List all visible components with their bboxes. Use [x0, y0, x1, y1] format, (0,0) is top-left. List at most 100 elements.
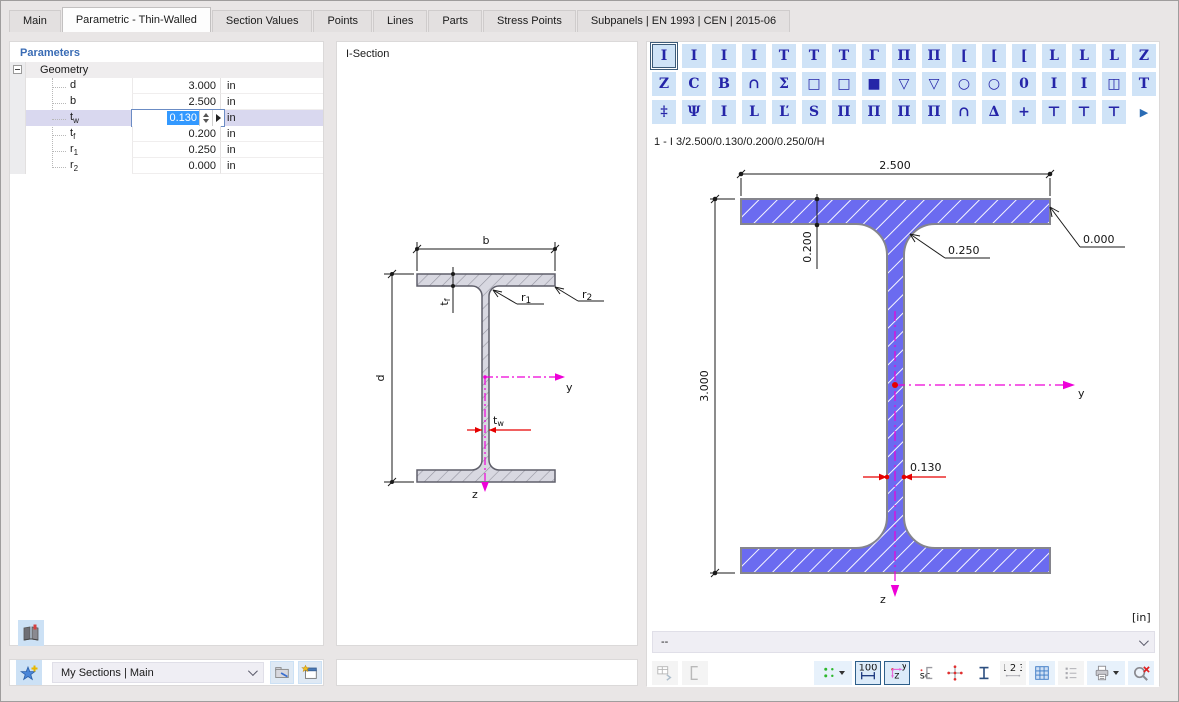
- section-points-button[interactable]: [942, 661, 968, 685]
- tab-parts[interactable]: Parts: [428, 10, 483, 32]
- tab-points[interactable]: Points: [313, 10, 373, 32]
- section-type-trapezoid-hollow[interactable]: ▽: [922, 72, 946, 96]
- section-type-zee-bent[interactable]: S: [802, 100, 826, 124]
- param-row-tf[interactable]: tf 0.200 in: [10, 126, 323, 142]
- section-type-u-section[interactable]: Π: [892, 44, 916, 68]
- section-type-rail-flat[interactable]: ⊤: [1102, 100, 1126, 124]
- param-row-tw[interactable]: tw 0.130 in: [10, 109, 323, 127]
- section-library-button[interactable]: [18, 620, 44, 646]
- section-type-cross-section[interactable]: +: [1012, 100, 1036, 124]
- section-type-i-serif[interactable]: I: [1072, 72, 1096, 96]
- param-row-r1[interactable]: r1 0.250 in: [10, 142, 323, 158]
- section-type-double-t[interactable]: Π: [862, 100, 886, 124]
- section-type-channel[interactable]: [: [952, 44, 976, 68]
- section-type-i-symmetric[interactable]: I: [650, 42, 678, 70]
- sketch-label-r2: r2: [582, 288, 592, 303]
- section-type-double-i-tall[interactable]: Π: [892, 100, 916, 124]
- section-type-t-section[interactable]: T: [772, 44, 796, 68]
- param-value-r2[interactable]: 0.000: [132, 158, 220, 174]
- section-type-sigma-section[interactable]: Σ: [772, 72, 796, 96]
- apply-section-button[interactable]: [270, 661, 294, 684]
- spin-down-icon[interactable]: [203, 119, 209, 123]
- print-button[interactable]: [1087, 661, 1125, 685]
- table-grid-button[interactable]: [1029, 661, 1055, 685]
- section-type-next-page[interactable]: ▶: [1139, 105, 1149, 119]
- section-type-arch-hollow[interactable]: ∩: [952, 100, 976, 124]
- chevron-down-icon: [247, 666, 258, 677]
- transfer-table-button[interactable]: [652, 661, 678, 685]
- zoom-reset-icon: [1133, 665, 1150, 681]
- section-type-c-cold-formed[interactable]: C: [682, 72, 706, 96]
- list-button[interactable]: [1058, 661, 1084, 685]
- section-type-angle-corner[interactable]: Γ: [862, 44, 886, 68]
- tw-input[interactable]: 0.130: [131, 109, 225, 127]
- group-row-geometry[interactable]: Geometry: [10, 62, 323, 78]
- result-value-combo[interactable]: --: [652, 631, 1155, 653]
- param-value-d[interactable]: 3.000: [132, 78, 220, 94]
- snap-points-button[interactable]: [814, 661, 852, 685]
- param-row-r2[interactable]: r2 0.000 in: [10, 158, 323, 174]
- section-type-flanged-t[interactable]: Ψ: [682, 100, 706, 124]
- formula-expand-button[interactable]: [212, 110, 224, 126]
- numbering-button[interactable]: 1 2 3: [1000, 661, 1026, 685]
- stress-points-button[interactable]: sc: [913, 661, 939, 685]
- section-type-square-hollow[interactable]: □: [802, 72, 826, 96]
- tab-subpanels[interactable]: Subpanels | EN 1993 | CEN | 2015-06: [576, 10, 791, 32]
- section-type-pointed-arch[interactable]: ∆: [982, 100, 1006, 124]
- param-value-r1[interactable]: 0.250: [132, 142, 220, 158]
- section-type-triangle-hollow[interactable]: ▽: [892, 72, 916, 96]
- param-row-b[interactable]: b 2.500 in: [10, 94, 323, 110]
- section-type-angle-lipped[interactable]: Ľ: [772, 100, 796, 124]
- section-type-t-rolled[interactable]: T: [802, 44, 826, 68]
- tab-lines[interactable]: Lines: [373, 10, 428, 32]
- section-type-channel-lipped[interactable]: [: [1012, 44, 1036, 68]
- section-type-rail-small[interactable]: ⊤: [1042, 100, 1066, 124]
- section-type-oval[interactable]: 0: [1012, 72, 1036, 96]
- param-row-d[interactable]: d 3.000 in: [10, 78, 323, 94]
- section-type-double-t-feet[interactable]: Π: [922, 100, 946, 124]
- new-favorite-button[interactable]: [298, 661, 322, 684]
- collapse-icon[interactable]: [13, 65, 22, 74]
- section-type-i-rolled[interactable]: I: [682, 44, 706, 68]
- param-value-b[interactable]: 2.500: [132, 94, 220, 110]
- axes-toggle-button[interactable]: y z: [884, 661, 910, 685]
- section-type-i-thin[interactable]: I: [1042, 72, 1066, 96]
- section-type-rect-hollow[interactable]: □: [832, 72, 856, 96]
- tab-stress-points[interactable]: Stress Points: [483, 10, 576, 32]
- section-type-u-double[interactable]: Π: [922, 44, 946, 68]
- section-outline-button[interactable]: [971, 661, 997, 685]
- spin-up-icon[interactable]: [203, 113, 209, 117]
- favorites-combo[interactable]: My Sections | Main: [52, 662, 264, 683]
- section-type-t-tapered[interactable]: T: [832, 44, 856, 68]
- section-type-z-cold-formed[interactable]: Z: [652, 72, 676, 96]
- section-type-i-composed[interactable]: I: [712, 100, 736, 124]
- section-outline-icon: [979, 666, 989, 680]
- param-value-tf[interactable]: 0.200: [132, 126, 220, 142]
- add-favorite-button[interactable]: [16, 660, 42, 685]
- tab-parametric-thin-walled[interactable]: Parametric - Thin-Walled: [61, 7, 211, 32]
- tab-section-values[interactable]: Section Values: [211, 10, 313, 32]
- tab-main[interactable]: Main: [9, 10, 61, 32]
- channel-preview-button[interactable]: [682, 661, 708, 685]
- section-type-i-unsymmetric[interactable]: I: [742, 44, 766, 68]
- section-type-l-angle[interactable]: L: [1042, 44, 1066, 68]
- zoom-reset-button[interactable]: [1128, 661, 1154, 685]
- section-type-angle-bent[interactable]: L: [742, 100, 766, 124]
- dimensions-toggle-button[interactable]: 100: [855, 661, 881, 685]
- section-type-rail-large[interactable]: ⊤: [1072, 100, 1096, 124]
- section-type-hat-section[interactable]: ∩: [742, 72, 766, 96]
- section-type-cruciform-i[interactable]: ‡: [652, 100, 676, 124]
- section-type-pipe[interactable]: ○: [982, 72, 1006, 96]
- section-type-t-wide[interactable]: T: [1132, 72, 1156, 96]
- section-type-octagon-hollow[interactable]: ○: [952, 72, 976, 96]
- section-type-i-welded[interactable]: I: [712, 44, 736, 68]
- spinner-control[interactable]: [199, 110, 212, 126]
- section-type-rect-solid[interactable]: ■: [862, 72, 886, 96]
- section-type-l-rolled[interactable]: L: [1072, 44, 1096, 68]
- section-type-z-section[interactable]: Z: [1132, 44, 1156, 68]
- section-type-double-i[interactable]: Π: [832, 100, 856, 124]
- section-type-box-with-web[interactable]: ◫: [1102, 72, 1126, 96]
- section-type-channel-rolled[interactable]: [: [982, 44, 1006, 68]
- section-type-l-unequal[interactable]: L: [1102, 44, 1126, 68]
- section-type-c-lipped[interactable]: B: [712, 72, 736, 96]
